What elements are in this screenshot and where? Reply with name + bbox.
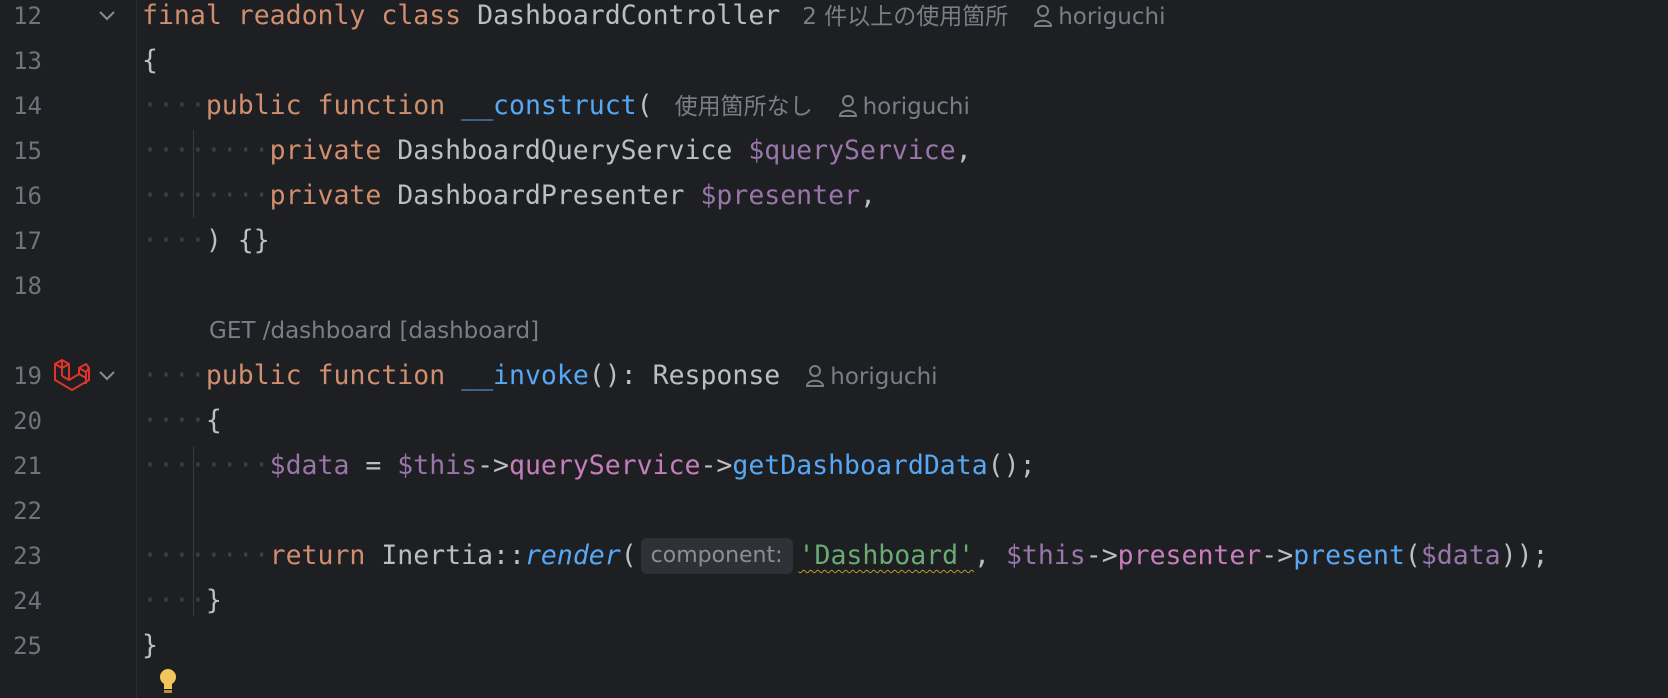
laravel-icon[interactable] <box>52 358 90 394</box>
line-number: 25 <box>13 632 42 660</box>
lightbulb-icon[interactable] <box>158 668 178 696</box>
author-hint[interactable]: horiguchi <box>838 94 970 120</box>
code-text: ····} <box>142 585 222 616</box>
line-number: 18 <box>13 272 42 300</box>
code-line-19[interactable]: 19 ····public function __invoke(): Respo… <box>0 352 1668 400</box>
code-line-20[interactable]: 20 ····{ <box>0 397 1668 445</box>
line-number: 14 <box>13 92 42 120</box>
usages-hint[interactable]: 2 件以上の使用箇所 <box>802 4 1009 30</box>
line-number: 23 <box>13 542 42 570</box>
indent-guide <box>193 130 194 218</box>
code-text: ········$data = $this->queryService->get… <box>142 450 1036 481</box>
usages-hint[interactable]: 使用箇所なし <box>674 94 813 120</box>
author-hint[interactable]: horiguchi <box>1034 4 1166 30</box>
code-text: ········return Inertia::render(component… <box>142 532 1549 580</box>
code-text: } <box>142 630 158 661</box>
code-line-24[interactable]: 24 ····} <box>0 577 1668 625</box>
line-number: 12 <box>13 2 42 30</box>
code-line-12[interactable]: 12 final readonly class DashboardControl… <box>0 0 1668 40</box>
route-hint[interactable]: GET /dashboard [dashboard] <box>209 318 540 344</box>
code-line-25[interactable]: 25 } <box>0 622 1668 670</box>
user-icon <box>1034 5 1053 27</box>
string-literal: 'Dashboard' <box>798 540 975 571</box>
route-hint-line: GET /dashboard [dashboard] <box>0 307 1668 355</box>
chevron-down-icon[interactable] <box>97 8 117 24</box>
code-line-16[interactable]: 16 ········private DashboardPresenter $p… <box>0 172 1668 220</box>
line-number: 17 <box>13 227 42 255</box>
code-line-23[interactable]: 23 ········return Inertia::render(compon… <box>0 532 1668 580</box>
code-line-13[interactable]: 13 { <box>0 37 1668 85</box>
line-number: 20 <box>13 407 42 435</box>
line-number: 13 <box>13 47 42 75</box>
code-text: ········private DashboardPresenter $pres… <box>142 180 876 211</box>
user-icon <box>806 365 825 387</box>
line-number: 15 <box>13 137 42 165</box>
indent-guide <box>193 446 194 616</box>
parameter-hint: component: <box>640 538 793 574</box>
code-text: ····public function __invoke(): Response… <box>142 360 938 391</box>
code-line-18[interactable]: 18 <box>0 262 1668 310</box>
class-name: DashboardController <box>477 0 781 31</box>
line-number: 21 <box>13 452 42 480</box>
code-text: ····) {} <box>142 225 270 256</box>
user-icon <box>838 95 857 117</box>
code-line-17[interactable]: 17 ····) {} <box>0 217 1668 265</box>
line-number: 24 <box>13 587 42 615</box>
code-line-21[interactable]: 21 ········$data = $this->queryService->… <box>0 442 1668 490</box>
gutter-separator <box>136 0 137 698</box>
line-number: 19 <box>13 362 42 390</box>
chevron-down-icon[interactable] <box>97 368 117 384</box>
code-line-15[interactable]: 15 ········private DashboardQueryService… <box>0 127 1668 175</box>
line-number: 16 <box>13 182 42 210</box>
code-text: { <box>142 45 158 76</box>
code-text: ····{ <box>142 405 222 436</box>
code-line-22[interactable]: 22 <box>0 487 1668 535</box>
code-text: ········private DashboardQueryService $q… <box>142 135 972 166</box>
author-hint[interactable]: horiguchi <box>806 364 938 390</box>
code-text: final readonly class DashboardController… <box>142 0 1166 31</box>
line-number: 22 <box>13 497 42 525</box>
code-line-14[interactable]: 14 ····public function __construct(使用箇所な… <box>0 82 1668 130</box>
